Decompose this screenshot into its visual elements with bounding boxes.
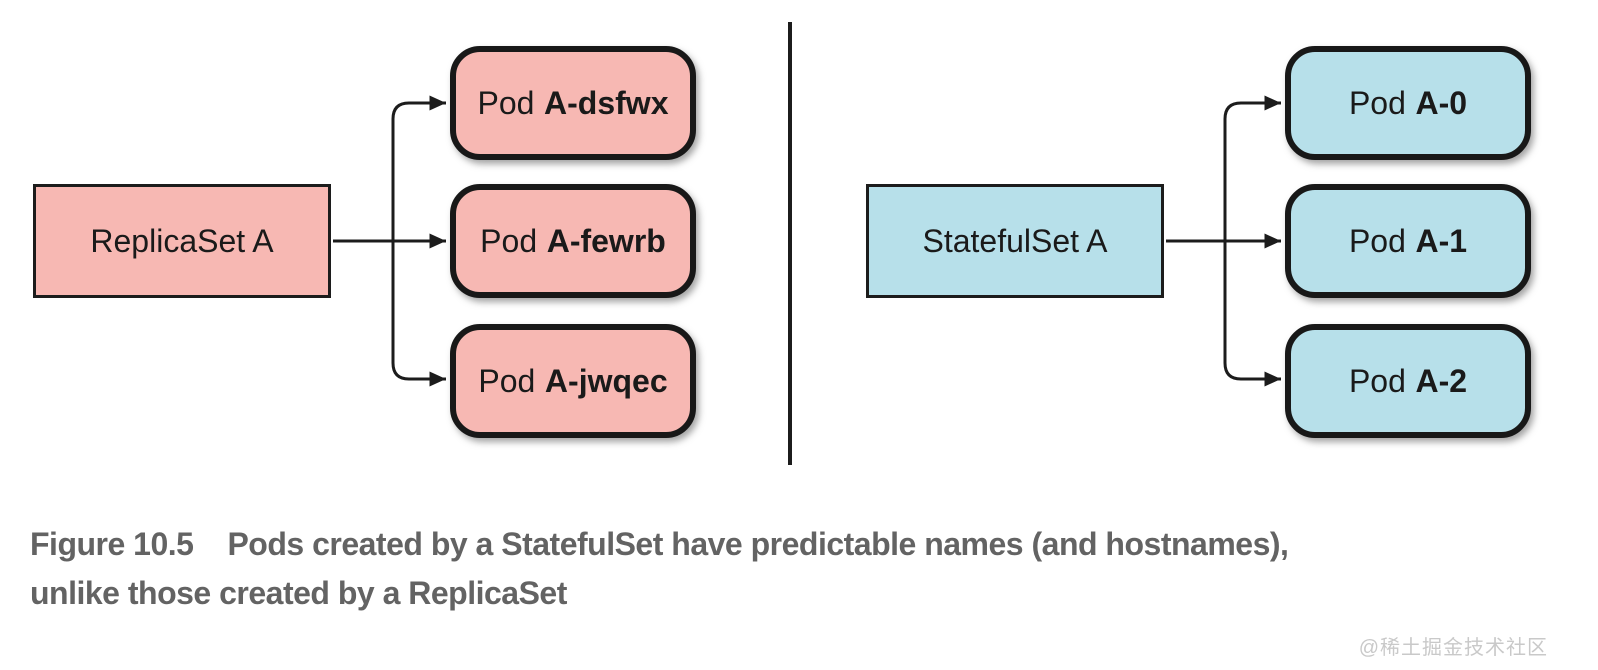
statefulset-arrows [1166, 95, 1281, 387]
pod-box-a-fewrb: Pod A-fewrb [450, 184, 696, 298]
caption-line-2: unlike those created by a ReplicaSet [30, 575, 567, 611]
replicaset-arrows [333, 95, 446, 387]
figure-number: Figure 10.5 [30, 526, 194, 562]
pod-prefix: Pod [477, 84, 535, 121]
connector-arrows [333, 22, 1281, 465]
pod-name: A-0 [1415, 84, 1468, 121]
pod-name: A-jwqec [544, 362, 668, 399]
statefulset-box: StatefulSet A [866, 184, 1164, 298]
pod-prefix: Pod [480, 222, 538, 259]
pod-prefix: Pod [478, 362, 536, 399]
watermark: @稀土掘金技术社区 [1358, 637, 1548, 659]
pod-name: A-2 [1415, 362, 1468, 399]
replicaset-label: ReplicaSet A [90, 222, 274, 259]
pod-name: A-fewrb [546, 222, 666, 259]
pod-box-a-jwqec: Pod A-jwqec [450, 324, 696, 438]
caption-line-1: Figure 10.5 Pods created by a StatefulSet… [30, 520, 1590, 569]
pod-box-a-dsfwx: Pod A-dsfwx [450, 46, 696, 160]
pod-prefix: Pod [1348, 362, 1406, 399]
replicaset-box: ReplicaSet A [33, 184, 331, 298]
pod-box-a-2: Pod A-2 [1285, 324, 1531, 438]
pod-box-a-1: Pod A-1 [1285, 184, 1531, 298]
pod-name: A-1 [1415, 222, 1468, 259]
pod-box-a-0: Pod A-0 [1285, 46, 1531, 160]
pod-name: A-dsfwx [544, 84, 669, 121]
figure-caption: Figure 10.5 Pods created by a StatefulSet… [30, 520, 1590, 618]
pod-prefix: Pod [1348, 222, 1406, 259]
statefulset-label: StatefulSet A [922, 222, 1108, 259]
caption-text-1: Pods created by a StatefulSet have predi… [227, 526, 1289, 562]
pod-prefix: Pod [1348, 84, 1406, 121]
